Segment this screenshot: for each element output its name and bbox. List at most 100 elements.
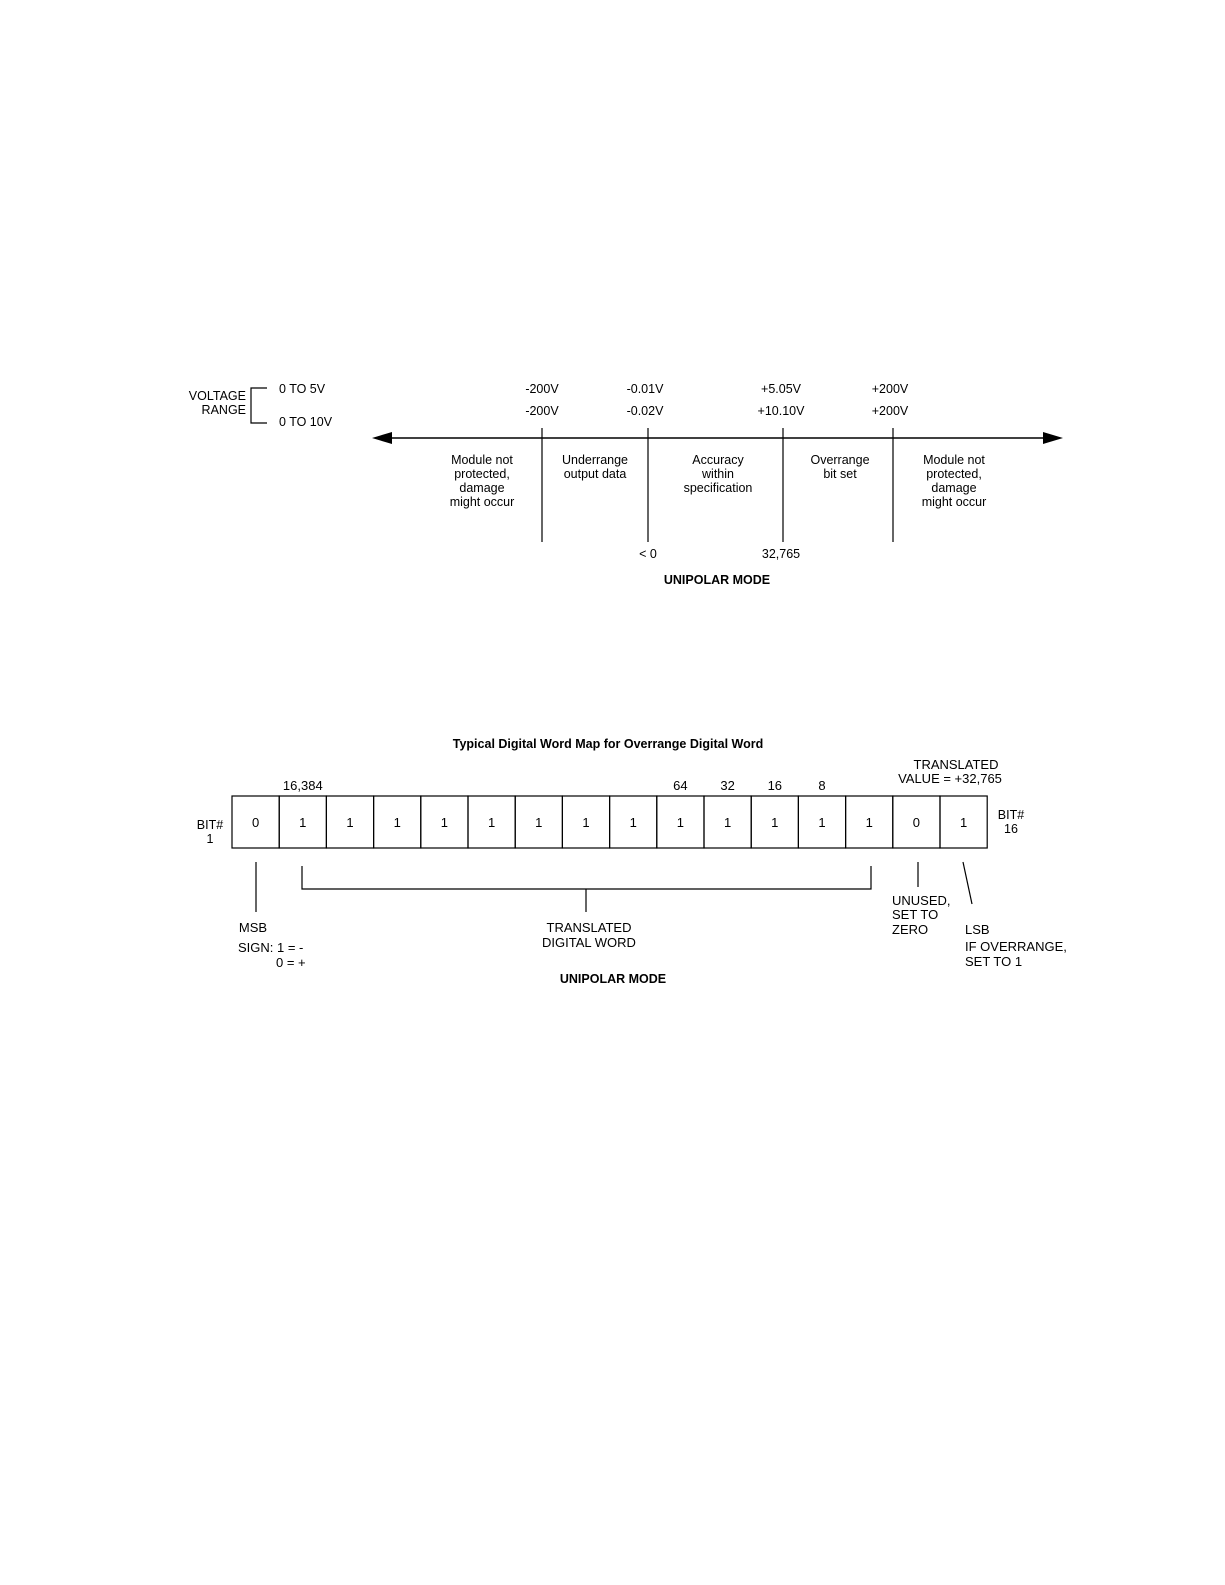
bit-cell-2: 1 xyxy=(278,795,328,849)
bit-weight-label: 16 xyxy=(768,778,782,793)
bit-cell-3: 1 xyxy=(325,795,375,849)
threshold-2-10v: -0.02V xyxy=(627,404,664,418)
bit-cell-9: 1 xyxy=(608,795,658,849)
bit-value: 1 xyxy=(630,815,637,830)
bit-end-label-line2: 16 xyxy=(1004,822,1018,836)
zone-descriptions: Module not protected, damage might occur… xyxy=(450,453,987,509)
bit-cell-7: 1 xyxy=(514,795,564,849)
translated-word-bracket xyxy=(301,866,872,890)
svg-text:damage: damage xyxy=(931,481,976,495)
svg-text:within: within xyxy=(701,467,734,481)
bit-value: 1 xyxy=(535,815,542,830)
threshold-4-10v: +200V xyxy=(872,404,909,418)
translated-word-line2: DIGITAL WORD xyxy=(542,935,636,950)
threshold-labels: -200V -200V -0.01V -0.02V < 0 +5.05V +10… xyxy=(525,382,909,561)
svg-text:bit set: bit set xyxy=(823,467,857,481)
unused-line1: UNUSED, xyxy=(892,893,951,908)
voltage-range-bracket xyxy=(250,387,267,424)
threshold-1-10v: -200V xyxy=(525,404,559,418)
range-5v-label: 0 TO 5V xyxy=(279,382,326,396)
range-10v-label: 0 TO 10V xyxy=(279,415,333,429)
bit-cell-12: 1 xyxy=(750,795,800,849)
bit-cell-4: 1 xyxy=(373,795,422,849)
bit-cell-6: 1 xyxy=(467,795,516,849)
word-map-title: Typical Digital Word Map for Overrange D… xyxy=(453,737,763,751)
threshold-markers xyxy=(541,428,894,542)
unused-line2: SET TO xyxy=(892,907,938,922)
translated-word-line1: TRANSLATED xyxy=(547,920,632,935)
bit-weight-label: 64 xyxy=(673,778,687,793)
zone-overrange: Overrange bit set xyxy=(810,453,869,481)
bit-cell-13: 1 xyxy=(797,795,847,849)
svg-text:protected,: protected, xyxy=(926,467,982,481)
bit-cell-15: 0 xyxy=(892,795,941,849)
word-map-annotations: MSB SIGN: 1 = - 0 = + TRANSLATED DIGITAL… xyxy=(238,861,1067,970)
svg-text:output data: output data xyxy=(564,467,627,481)
voltage-range-legend: VOLTAGE RANGE 0 TO 5V 0 TO 10V xyxy=(189,382,333,429)
bit-box xyxy=(939,795,988,849)
svg-text:Module not: Module not xyxy=(923,453,985,467)
msb-label: MSB xyxy=(239,920,267,935)
bit-weight-label: 32 xyxy=(720,778,734,793)
bit-value: 1 xyxy=(724,815,731,830)
bit-cell-10: 1 xyxy=(656,795,705,849)
bit-value: 1 xyxy=(677,815,684,830)
bit-weight-labels: 16,384 64 32 16 8 xyxy=(283,778,826,793)
voltage-axis xyxy=(372,432,1063,444)
sign-line1: SIGN: 1 = - xyxy=(238,940,303,955)
lsb-line2: IF OVERRANGE, xyxy=(965,939,1067,954)
bit-value: 1 xyxy=(346,815,353,830)
bit-value: 1 xyxy=(771,815,778,830)
bit-cell-11: 1 xyxy=(703,795,752,849)
threshold-1-5v: -200V xyxy=(525,382,559,396)
voltage-range-label-line2: RANGE xyxy=(202,403,246,417)
svg-text:specification: specification xyxy=(684,481,753,495)
bit-cell-5: 1 xyxy=(420,795,469,849)
translated-value-line2: VALUE = +32,765 xyxy=(898,771,1002,786)
svg-text:damage: damage xyxy=(459,481,504,495)
bit-cell-16: 1 xyxy=(939,795,988,849)
bit-value: 1 xyxy=(818,815,825,830)
threshold-3-5v: +5.05V xyxy=(761,382,802,396)
bit-value: 1 xyxy=(866,815,873,830)
unused-line3: ZERO xyxy=(892,922,928,937)
bit-cell-14: 1 xyxy=(844,795,894,849)
axis-right-arrow-icon xyxy=(1043,432,1063,444)
bit-cell-8: 1 xyxy=(561,795,611,849)
mode-label-bottom: UNIPOLAR MODE xyxy=(560,972,666,986)
bit-value: 1 xyxy=(441,815,448,830)
svg-text:protected,: protected, xyxy=(454,467,510,481)
axis-left-arrow-icon xyxy=(372,432,392,444)
bit-row: 0 1 1 1 1 1 1 1 1 1 1 1 1 1 0 1 xyxy=(231,795,988,849)
zone-module-not-protected-low: Module not protected, damage might occur xyxy=(450,453,515,509)
bit-value: 1 xyxy=(488,815,495,830)
bit-cell-1: 0 xyxy=(231,795,280,849)
mode-label-top: UNIPOLAR MODE xyxy=(664,573,770,587)
lsb-leader-line xyxy=(962,861,973,905)
bit-value: 1 xyxy=(960,815,967,830)
bit-start-label-line2: 1 xyxy=(207,832,214,846)
zone-accuracy: Accuracy within specification xyxy=(684,453,753,495)
bit-value: 0 xyxy=(913,815,920,830)
bit-value: 1 xyxy=(299,815,306,830)
svg-text:Overrange: Overrange xyxy=(810,453,869,467)
svg-text:Module not: Module not xyxy=(451,453,513,467)
threshold-2-5v: -0.01V xyxy=(627,382,664,396)
threshold-2-bottom: < 0 xyxy=(639,547,657,561)
zone-module-not-protected-high: Module not protected, damage might occur xyxy=(922,453,987,509)
voltage-range-label-line1: VOLTAGE xyxy=(189,389,246,403)
sign-line2: 0 = + xyxy=(276,955,306,970)
bit-start-label-line1: BIT# xyxy=(197,818,223,832)
svg-text:Accuracy: Accuracy xyxy=(692,453,744,467)
svg-text:might occur: might occur xyxy=(450,495,515,509)
zone-underrange: Underrange output data xyxy=(562,453,628,481)
bit-end-label-line1: BIT# xyxy=(998,808,1024,822)
bit-weight-label: 16,384 xyxy=(283,778,323,793)
lsb-line3: SET TO 1 xyxy=(965,954,1022,969)
bit-value: 0 xyxy=(252,815,259,830)
svg-text:might occur: might occur xyxy=(922,495,987,509)
bit-weight-label: 8 xyxy=(818,778,825,793)
bit-value: 1 xyxy=(394,815,401,830)
lsb-line1: LSB xyxy=(965,922,990,937)
